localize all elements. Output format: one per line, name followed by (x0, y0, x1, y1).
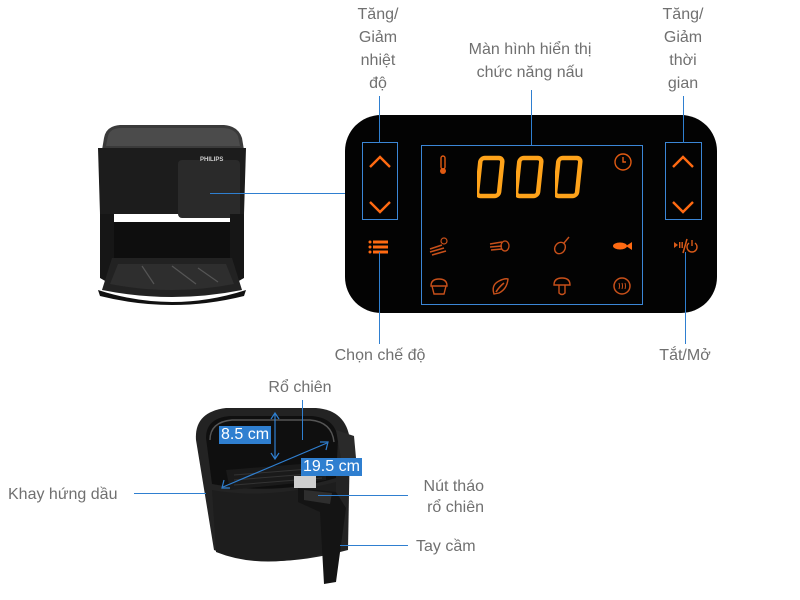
mode-callout-line (379, 252, 380, 344)
diagonal-arrow (221, 441, 329, 489)
temp-adjust-label: Tăng/ Giảm nhiệt độ (357, 6, 399, 92)
drip-tray-callout-line (134, 493, 206, 494)
digit-2 (555, 155, 583, 199)
digit-0 (477, 155, 505, 199)
time-callout-line (683, 96, 684, 143)
meat-icon[interactable] (488, 234, 510, 256)
drumstick-icon[interactable] (551, 234, 573, 256)
display-box (421, 145, 643, 305)
panel-callout-line (210, 193, 346, 194)
fish-icon[interactable] (611, 235, 633, 257)
menu-button[interactable] (368, 239, 390, 255)
cupcake-icon[interactable] (428, 275, 450, 297)
power-callout-line (685, 252, 686, 344)
drip-tray-label: Khay hứng dầu (8, 486, 118, 503)
release-button-label: Nút tháo rổ chiên (423, 478, 484, 516)
handle-callout-line (340, 545, 408, 546)
clock-icon (614, 153, 632, 171)
power-button[interactable] (672, 237, 698, 255)
release-callout-line (318, 495, 408, 496)
display-callout-line (531, 90, 532, 145)
digit-1 (516, 155, 544, 199)
vegetable-icon[interactable] (489, 275, 511, 297)
time-up-button[interactable] (670, 154, 696, 170)
temp-down-button[interactable] (367, 199, 393, 215)
handle-label: Tay cầm (416, 538, 476, 555)
time-adjust-label: Tăng/ Giảm thời gian (662, 6, 704, 92)
thermometer-icon (440, 155, 446, 174)
temp-callout-line (379, 96, 380, 143)
basket-label: Rổ chiên (268, 379, 332, 396)
basket-image (186, 400, 366, 590)
air-fryer-image: PHILIPS (92, 118, 252, 308)
time-down-button[interactable] (670, 199, 696, 215)
power-label: Tắt/Mở (659, 347, 711, 364)
temp-adjust-box (362, 142, 398, 220)
height-arrow (270, 412, 280, 460)
brand-logo: PHILIPS (200, 157, 223, 163)
keep-warm-icon[interactable] (611, 275, 633, 297)
frozen-fries-icon[interactable] (428, 235, 450, 257)
basket-callout-line (302, 400, 303, 440)
control-panel (345, 115, 717, 313)
mushroom-icon[interactable] (551, 275, 573, 297)
diagonal-dimension: 19.5 cm (301, 458, 362, 476)
seven-segment-display (477, 155, 585, 199)
mode-select-label: Chọn chế độ (334, 347, 426, 364)
height-dimension: 8.5 cm (219, 426, 272, 444)
display-label: Màn hình hiển thị chức năng nấu (468, 41, 592, 81)
temp-up-button[interactable] (367, 154, 393, 170)
